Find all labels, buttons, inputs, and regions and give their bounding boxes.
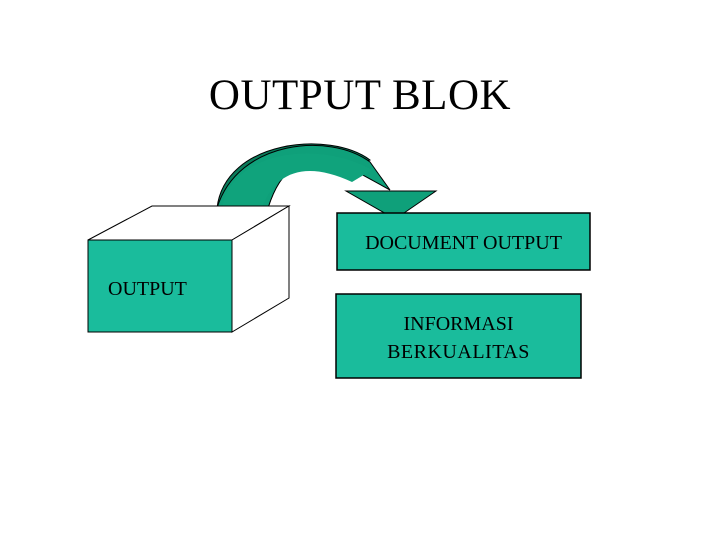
cube-label: OUTPUT — [108, 278, 187, 300]
cube-front-face — [87, 239, 233, 333]
curved-arrow — [216, 143, 438, 220]
output-cube: OUTPUT — [87, 205, 291, 333]
document-output-box: DOCUMENT OUTPUT — [336, 212, 591, 271]
document-output-label: DOCUMENT OUTPUT — [365, 232, 562, 254]
berkualitas-label: BERKUALITAS — [387, 341, 530, 363]
informasi-label: INFORMASI — [403, 313, 513, 335]
curved-arrow-band — [222, 153, 372, 208]
informasi-berkualitas-box: INFORMASI BERKUALITAS — [335, 293, 582, 379]
slide-title: OUTPUT BLOK — [208, 72, 512, 119]
